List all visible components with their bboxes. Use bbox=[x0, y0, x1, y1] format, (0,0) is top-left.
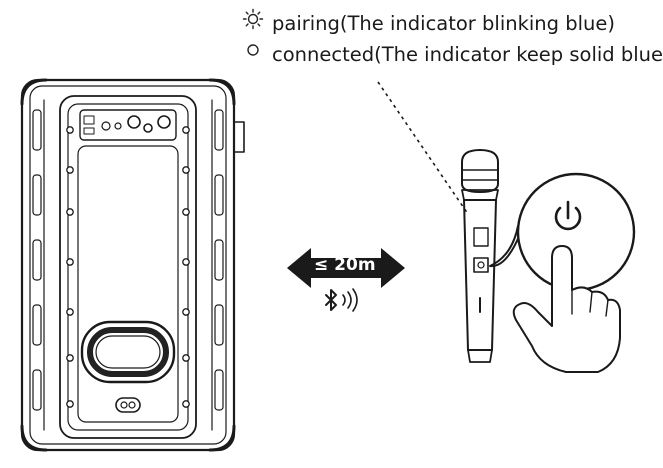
button-callout bbox=[489, 172, 636, 373]
power-icon bbox=[554, 200, 582, 231]
legend-connected-row: connected(The indicator keep solid blue) bbox=[240, 39, 663, 70]
microphone-illustration bbox=[461, 149, 499, 363]
status-legend: pairing(The indicator blinking blue) con… bbox=[240, 8, 663, 70]
speaker-illustration bbox=[20, 78, 245, 452]
legend-pairing-text: pairing(The indicator blinking blue) bbox=[272, 11, 616, 35]
legend-connected-text: connected(The indicator keep solid blue) bbox=[272, 42, 663, 66]
legend-pairing-row: pairing(The indicator blinking blue) bbox=[240, 8, 663, 39]
circle-outline-icon bbox=[240, 39, 266, 70]
indicator-leader-line bbox=[377, 81, 469, 215]
distance-double-arrow bbox=[287, 248, 405, 288]
bluetooth-signal-icon bbox=[325, 288, 358, 312]
distance-label: ≤ 20m bbox=[314, 255, 376, 275]
sun-blink-icon bbox=[240, 8, 266, 39]
